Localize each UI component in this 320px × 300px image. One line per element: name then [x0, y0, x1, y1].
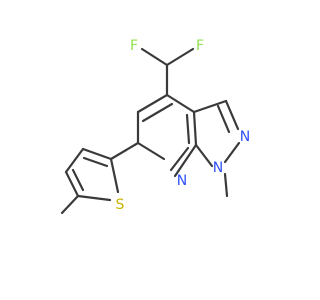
bond-21: [82, 156, 109, 168]
bond-23: [64, 170, 80, 198]
bond-14: [192, 99, 228, 114]
fluorine-atom-label-2: F: [196, 38, 204, 54]
pyrazole-nitrogen-label: N: [240, 129, 250, 145]
bond-25: [76, 194, 112, 202]
pyridine-nitrogen-label: N: [177, 173, 187, 189]
atom-label-layer: F F N N N S: [116, 38, 251, 213]
bond-24: [71, 168, 85, 192]
bond-10: [192, 110, 198, 147]
fluorine-atom-label-1: F: [130, 38, 138, 54]
bond-4: [136, 93, 169, 114]
thiophene-sulfur-label: S: [116, 197, 125, 213]
bond-6: [165, 93, 196, 114]
bond-18: [223, 172, 229, 198]
bond-8: [136, 141, 166, 161]
bond-layer: [60, 47, 241, 215]
bond-5: [141, 102, 174, 123]
bond-19: [194, 143, 214, 168]
bond-27: [60, 194, 80, 215]
bond-11: [185, 113, 191, 145]
bond-22: [64, 147, 85, 174]
bond-26: [109, 157, 120, 194]
molecule-structure: F F N N N S: [60, 38, 251, 215]
bond-17: [223, 141, 241, 164]
methylated-nitrogen-label: N: [213, 160, 223, 176]
bond-15: [224, 99, 240, 131]
bond-9: [109, 141, 140, 161]
bond-13: [169, 146, 190, 172]
bond-20: [81, 147, 113, 161]
bond-1: [140, 47, 169, 67]
bond-2: [165, 47, 195, 67]
bond-16: [216, 104, 231, 134]
bond-12: [173, 143, 198, 178]
